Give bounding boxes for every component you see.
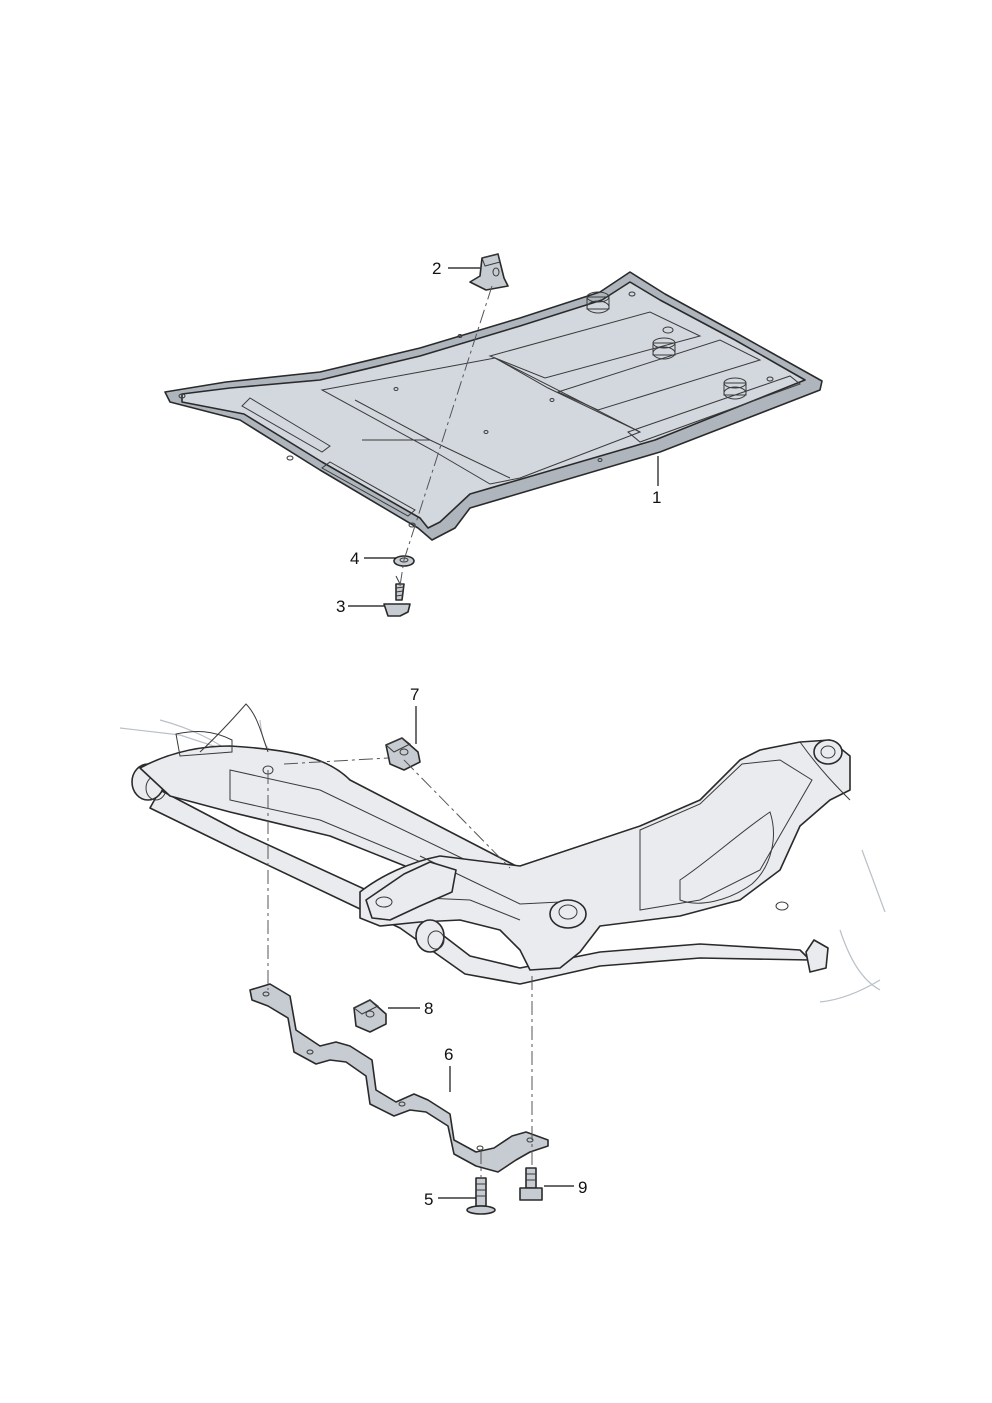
- speed-nut-lower: [353, 999, 387, 1033]
- callout-labels: 1 2 3 4 5 6 7 8 9: [336, 259, 661, 1209]
- speed-nut-upper: [385, 737, 421, 771]
- assembly-axis: [399, 285, 493, 587]
- mounting-boss: [586, 291, 610, 314]
- mounting-boss: [652, 337, 676, 360]
- clip-nut: [469, 253, 509, 291]
- assembly-axes-lower: [267, 757, 533, 1178]
- callout-8: 8: [424, 999, 433, 1018]
- callout-5: 5: [424, 1190, 433, 1209]
- stepped-bracket: [249, 983, 549, 1173]
- front-subframe: [119, 703, 886, 1003]
- mounting-boss: [723, 377, 747, 400]
- callout-1: 1: [652, 488, 661, 507]
- callout-2: 2: [432, 259, 441, 278]
- self-tapping-screw: [383, 575, 411, 617]
- underbody-shield: [164, 271, 823, 541]
- callout-leaders: [348, 267, 659, 1199]
- callout-4: 4: [350, 549, 359, 568]
- flange-bolt: [466, 1177, 496, 1215]
- callout-3: 3: [336, 597, 345, 616]
- callout-7: 7: [410, 685, 419, 704]
- callout-6: 6: [444, 1045, 453, 1064]
- hex-bolt: [519, 1167, 543, 1201]
- callout-9: 9: [578, 1178, 587, 1197]
